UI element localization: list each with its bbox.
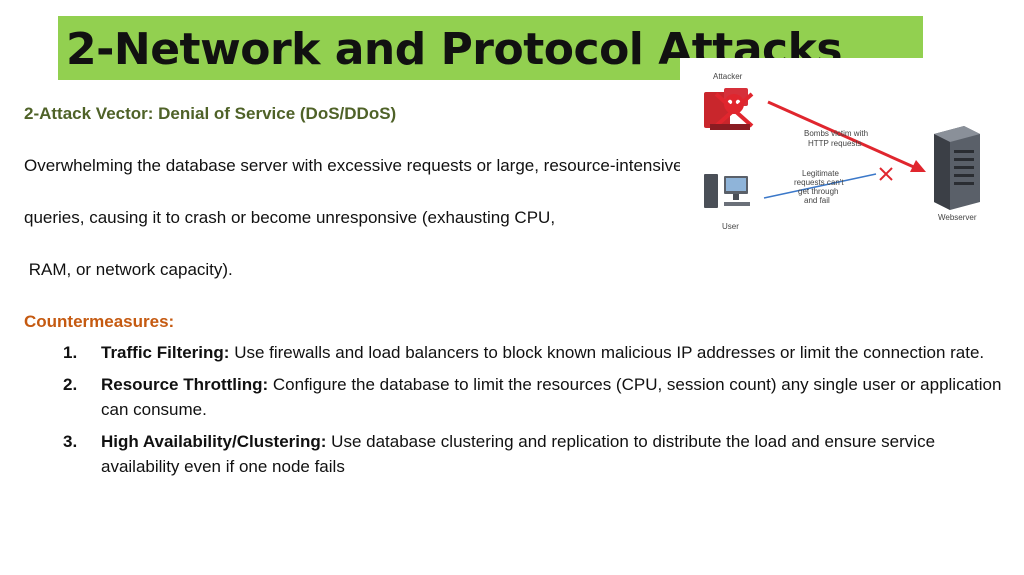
list-term: Resource Throttling: — [101, 375, 269, 394]
attack-note-line-1: Bombs victim with — [804, 129, 868, 138]
legit-note-line-3: get through — [798, 187, 838, 196]
list-item: 3. High Availability/Clustering: Use dat… — [0, 429, 1024, 479]
attack-arrowhead — [910, 160, 926, 172]
list-term: High Availability/Clustering: — [101, 432, 327, 451]
list-item: 2. Resource Throttling: Configure the da… — [0, 372, 1024, 422]
legit-note-line-4: and fail — [804, 196, 830, 205]
legit-note-line-1: Legitimate — [802, 169, 839, 178]
countermeasures-list: 1. Traffic Filtering: Use firewalls and … — [0, 340, 1024, 486]
legit-arrow — [763, 173, 877, 199]
list-text: Use firewalls and load balancers to bloc… — [229, 343, 985, 362]
countermeasures-heading: Countermeasures: — [24, 312, 175, 331]
user-label: User — [722, 222, 739, 231]
dos-attack-diagram: Attacker Bombs victim with HTTP requests… — [680, 58, 992, 238]
description-line-2: queries, causing it to crash or become u… — [24, 208, 556, 227]
description-line-1: Overwhelming the database server with ex… — [24, 156, 683, 175]
title-banner: 2-Network and Protocol Attacks — [58, 16, 923, 80]
x-mark-icon — [879, 167, 893, 181]
list-text: Configure the database to limit the reso… — [101, 375, 1002, 419]
attacker-label: Attacker — [713, 72, 743, 81]
description-line-3: RAM, or network capacity). — [24, 260, 233, 279]
list-item: 1. Traffic Filtering: Use firewalls and … — [0, 340, 1024, 365]
attack-vector-heading: 2-Attack Vector: Denial of Service (DoS/… — [24, 104, 397, 123]
computer-icon — [704, 174, 750, 208]
list-number: 1. — [63, 343, 78, 362]
diagram-svg: Attacker Bombs victim with HTTP requests… — [704, 72, 980, 231]
legit-note-line-2: requests can't — [794, 178, 844, 187]
list-number: 3. — [63, 432, 78, 451]
list-text: Use database clustering and replication … — [101, 432, 936, 476]
pirate-skull-icon — [704, 88, 754, 130]
server-label: Webserver — [938, 213, 977, 222]
attack-note-line-2: HTTP requests — [808, 139, 862, 148]
list-number: 2. — [63, 375, 78, 394]
server-icon — [934, 126, 980, 210]
list-term: Traffic Filtering: — [101, 343, 230, 362]
attack-arrow — [767, 100, 917, 170]
